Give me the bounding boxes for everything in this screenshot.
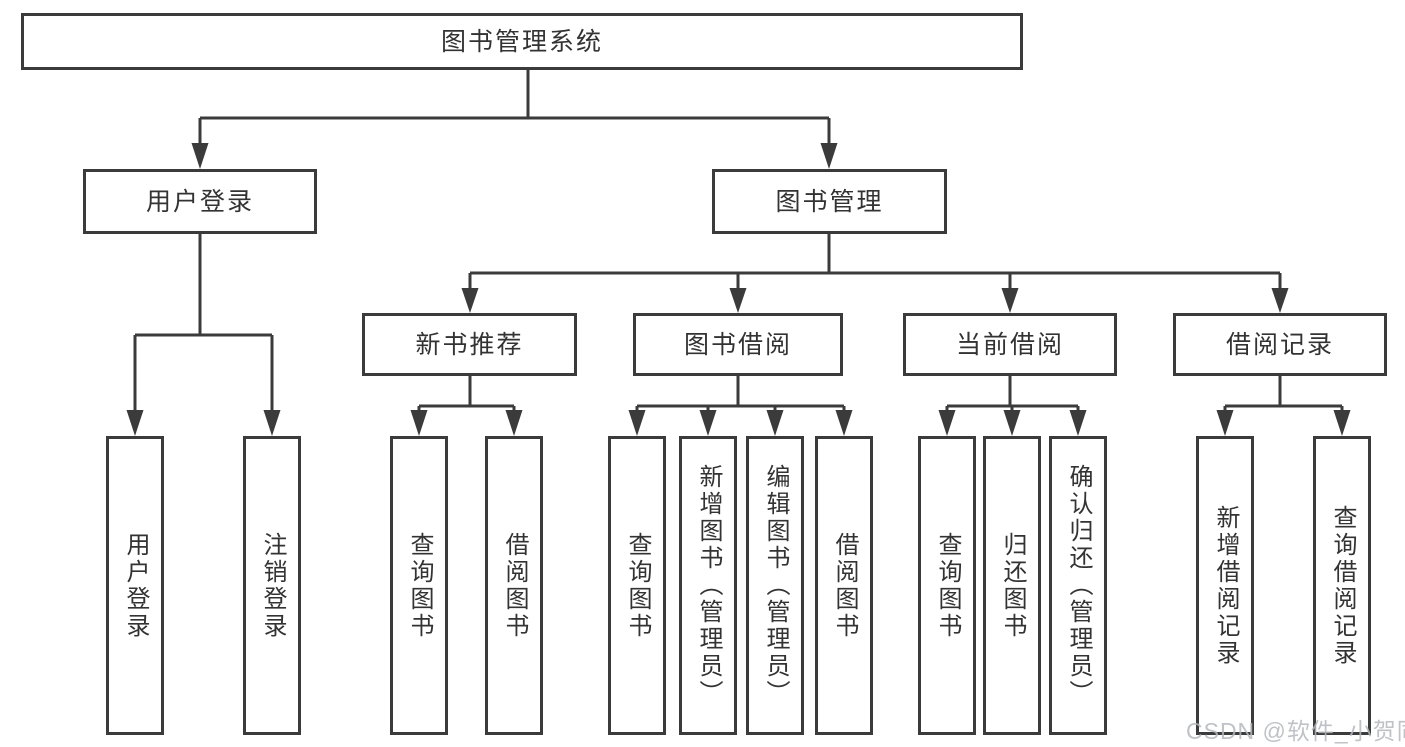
node-book-borrowing: 图书借阅 bbox=[633, 313, 843, 376]
leaf-confirm-return-admin: 确认归还（管理员） bbox=[1049, 436, 1107, 735]
leaf-borrow-books-recommend: 借阅图书 bbox=[485, 436, 543, 735]
watermark: CSDN @软件_小贺同学 bbox=[1186, 718, 1405, 744]
leaf-return-books: 归还图书 bbox=[983, 436, 1041, 735]
node-borrowing-records: 借阅记录 bbox=[1173, 313, 1387, 376]
node-library-system: 图书管理系统 bbox=[21, 13, 1023, 70]
node-new-book-recommend: 新书推荐 bbox=[362, 313, 577, 376]
leaf-logout: 注销登录 bbox=[243, 436, 301, 735]
node-book-management: 图书管理 bbox=[712, 169, 947, 234]
leaf-query-borrow-record: 查询借阅记录 bbox=[1313, 436, 1371, 735]
leaf-query-books-current: 查询图书 bbox=[918, 436, 976, 735]
connector-paths bbox=[133, 70, 1344, 413]
leaf-edit-books-admin: 编辑图书（管理员） bbox=[746, 436, 804, 735]
leaf-query-books-borrowing: 查询图书 bbox=[608, 436, 666, 735]
leaf-user-login: 用户登录 bbox=[106, 436, 164, 735]
arrowheads bbox=[126, 143, 1351, 436]
leaf-query-books-recommend: 查询图书 bbox=[390, 436, 448, 735]
node-user-login: 用户登录 bbox=[83, 169, 317, 234]
leaf-borrow-books-borrowing: 借阅图书 bbox=[815, 436, 873, 735]
node-current-borrowing: 当前借阅 bbox=[903, 313, 1117, 376]
leaf-add-books-admin: 新增图书（管理员） bbox=[679, 436, 737, 735]
leaf-add-borrow-record: 新增借阅记录 bbox=[1196, 436, 1254, 735]
